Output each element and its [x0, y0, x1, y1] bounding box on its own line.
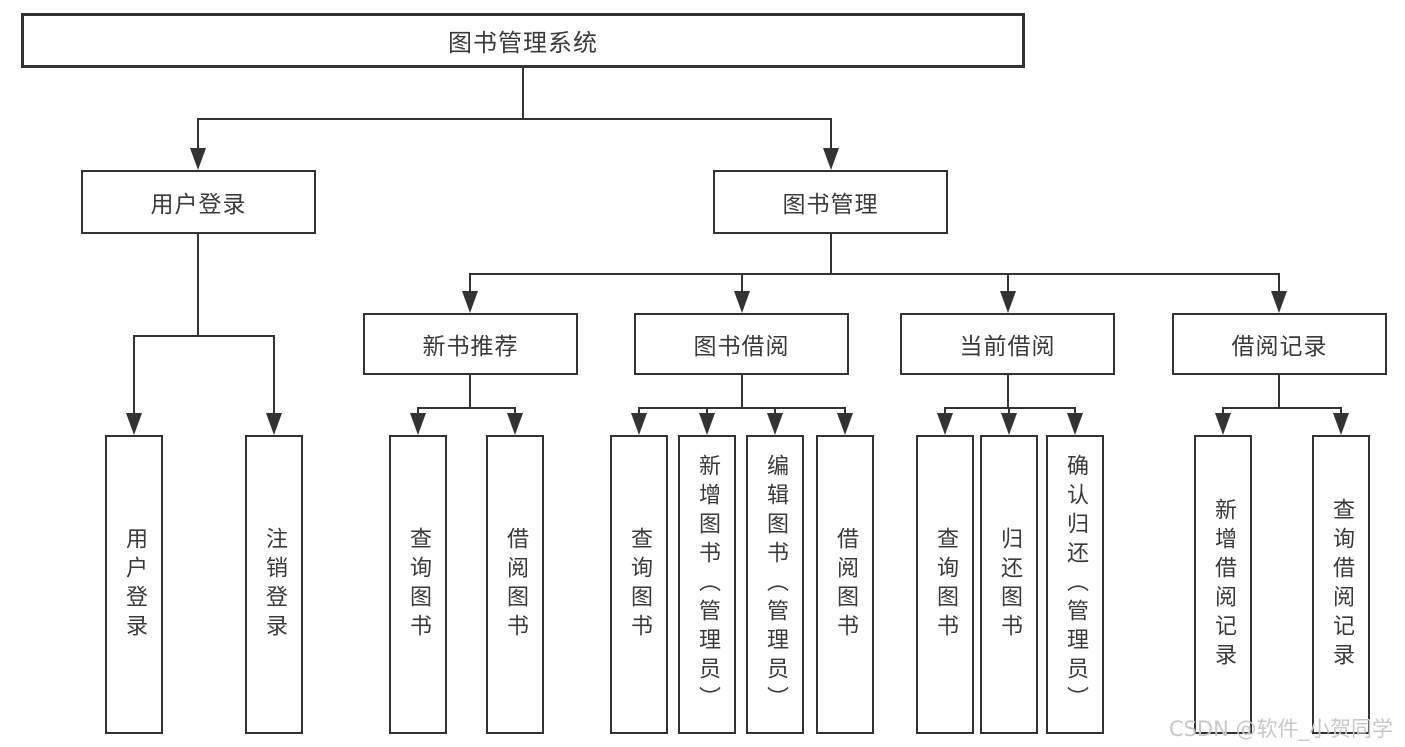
arrow-down-icon	[1000, 291, 1016, 313]
node-label: 查询图书	[406, 526, 431, 643]
arrow-down-icon	[1215, 413, 1231, 435]
leaf-query-books-3: 查询图书	[916, 435, 974, 734]
node-user-login-branch: 用户登录	[81, 170, 316, 234]
connector-root-to-level2	[197, 68, 832, 152]
leaf-borrow-books-1: 借阅图书	[486, 435, 544, 734]
node-label: 查询借阅记录	[1329, 497, 1354, 672]
node-label: 注销登录	[262, 526, 287, 643]
arrow-down-icon	[1333, 413, 1349, 435]
leaf-confirm-return-admin: 确认归还（管理员）	[1046, 435, 1104, 734]
arrow-down-icon	[410, 413, 426, 435]
node-label: 新增图书（管理员）	[695, 454, 720, 715]
node-label: 借阅记录	[1231, 334, 1328, 360]
leaf-query-borrow-record: 查询借阅记录	[1312, 435, 1370, 734]
leaf-query-books-1: 查询图书	[389, 435, 447, 734]
arrow-down-icon	[462, 291, 478, 313]
arrow-down-icon	[937, 413, 953, 435]
arrow-down-icon	[734, 291, 750, 313]
node-label: 图书借阅	[693, 334, 790, 360]
node-label: 用户登录	[122, 526, 147, 643]
arrow-down-icon	[1271, 291, 1287, 313]
leaf-query-books-2: 查询图书	[610, 435, 668, 734]
node-label: 新增借阅记录	[1211, 497, 1236, 672]
leaf-user-login: 用户登录	[105, 435, 163, 734]
node-label: 新书推荐	[422, 334, 519, 360]
arrow-down-icon	[823, 148, 839, 170]
node-book-management-branch: 图书管理	[713, 170, 948, 234]
connector-new-book-children	[417, 375, 516, 415]
csdn-watermark: CSDN @软件_小贺同学	[1168, 717, 1393, 741]
arrow-down-icon	[767, 413, 783, 435]
node-book-borrow: 图书借阅	[634, 313, 849, 375]
arrow-down-icon	[190, 148, 206, 170]
node-borrow-records: 借阅记录	[1172, 313, 1387, 375]
arrow-down-icon	[126, 413, 142, 435]
node-label: 图书管理	[782, 192, 879, 218]
arrow-down-icon	[507, 413, 523, 435]
node-label: 编辑图书（管理员）	[763, 454, 788, 715]
node-label: 查询图书	[933, 526, 958, 643]
connector-current-borrow-children	[944, 375, 1076, 415]
node-label: 借阅图书	[833, 526, 858, 643]
leaf-return-books: 归还图书	[980, 435, 1038, 734]
node-label: 用户登录	[150, 192, 247, 218]
leaf-add-borrow-record: 新增借阅记录	[1194, 435, 1252, 734]
arrow-down-icon	[1001, 413, 1017, 435]
leaf-borrow-books-2: 借阅图书	[816, 435, 874, 734]
arrow-down-icon	[266, 413, 282, 435]
node-label: 图书管理系统	[448, 29, 598, 57]
node-new-book-recommend: 新书推荐	[363, 313, 578, 375]
node-label: 借阅图书	[503, 526, 528, 643]
node-label: 查询图书	[627, 526, 652, 643]
arrow-down-icon	[1067, 413, 1083, 435]
connector-book-borrow-children	[638, 375, 846, 415]
leaf-edit-books-admin: 编辑图书（管理员）	[746, 435, 804, 734]
node-label: 当前借阅	[959, 334, 1056, 360]
leaf-logout: 注销登录	[245, 435, 303, 734]
connector-user-login-children	[133, 234, 275, 415]
arrow-down-icon	[837, 413, 853, 435]
connector-book-management-children	[469, 234, 1280, 293]
node-label: 归还图书	[997, 526, 1022, 643]
node-root-library-system: 图书管理系统	[21, 13, 1025, 68]
leaf-add-books-admin: 新增图书（管理员）	[678, 435, 736, 734]
connector-borrow-records-children	[1222, 375, 1342, 415]
arrow-down-icon	[631, 413, 647, 435]
arrow-down-icon	[699, 413, 715, 435]
node-label: 确认归还（管理员）	[1063, 454, 1088, 715]
node-current-borrow: 当前借阅	[900, 313, 1115, 375]
